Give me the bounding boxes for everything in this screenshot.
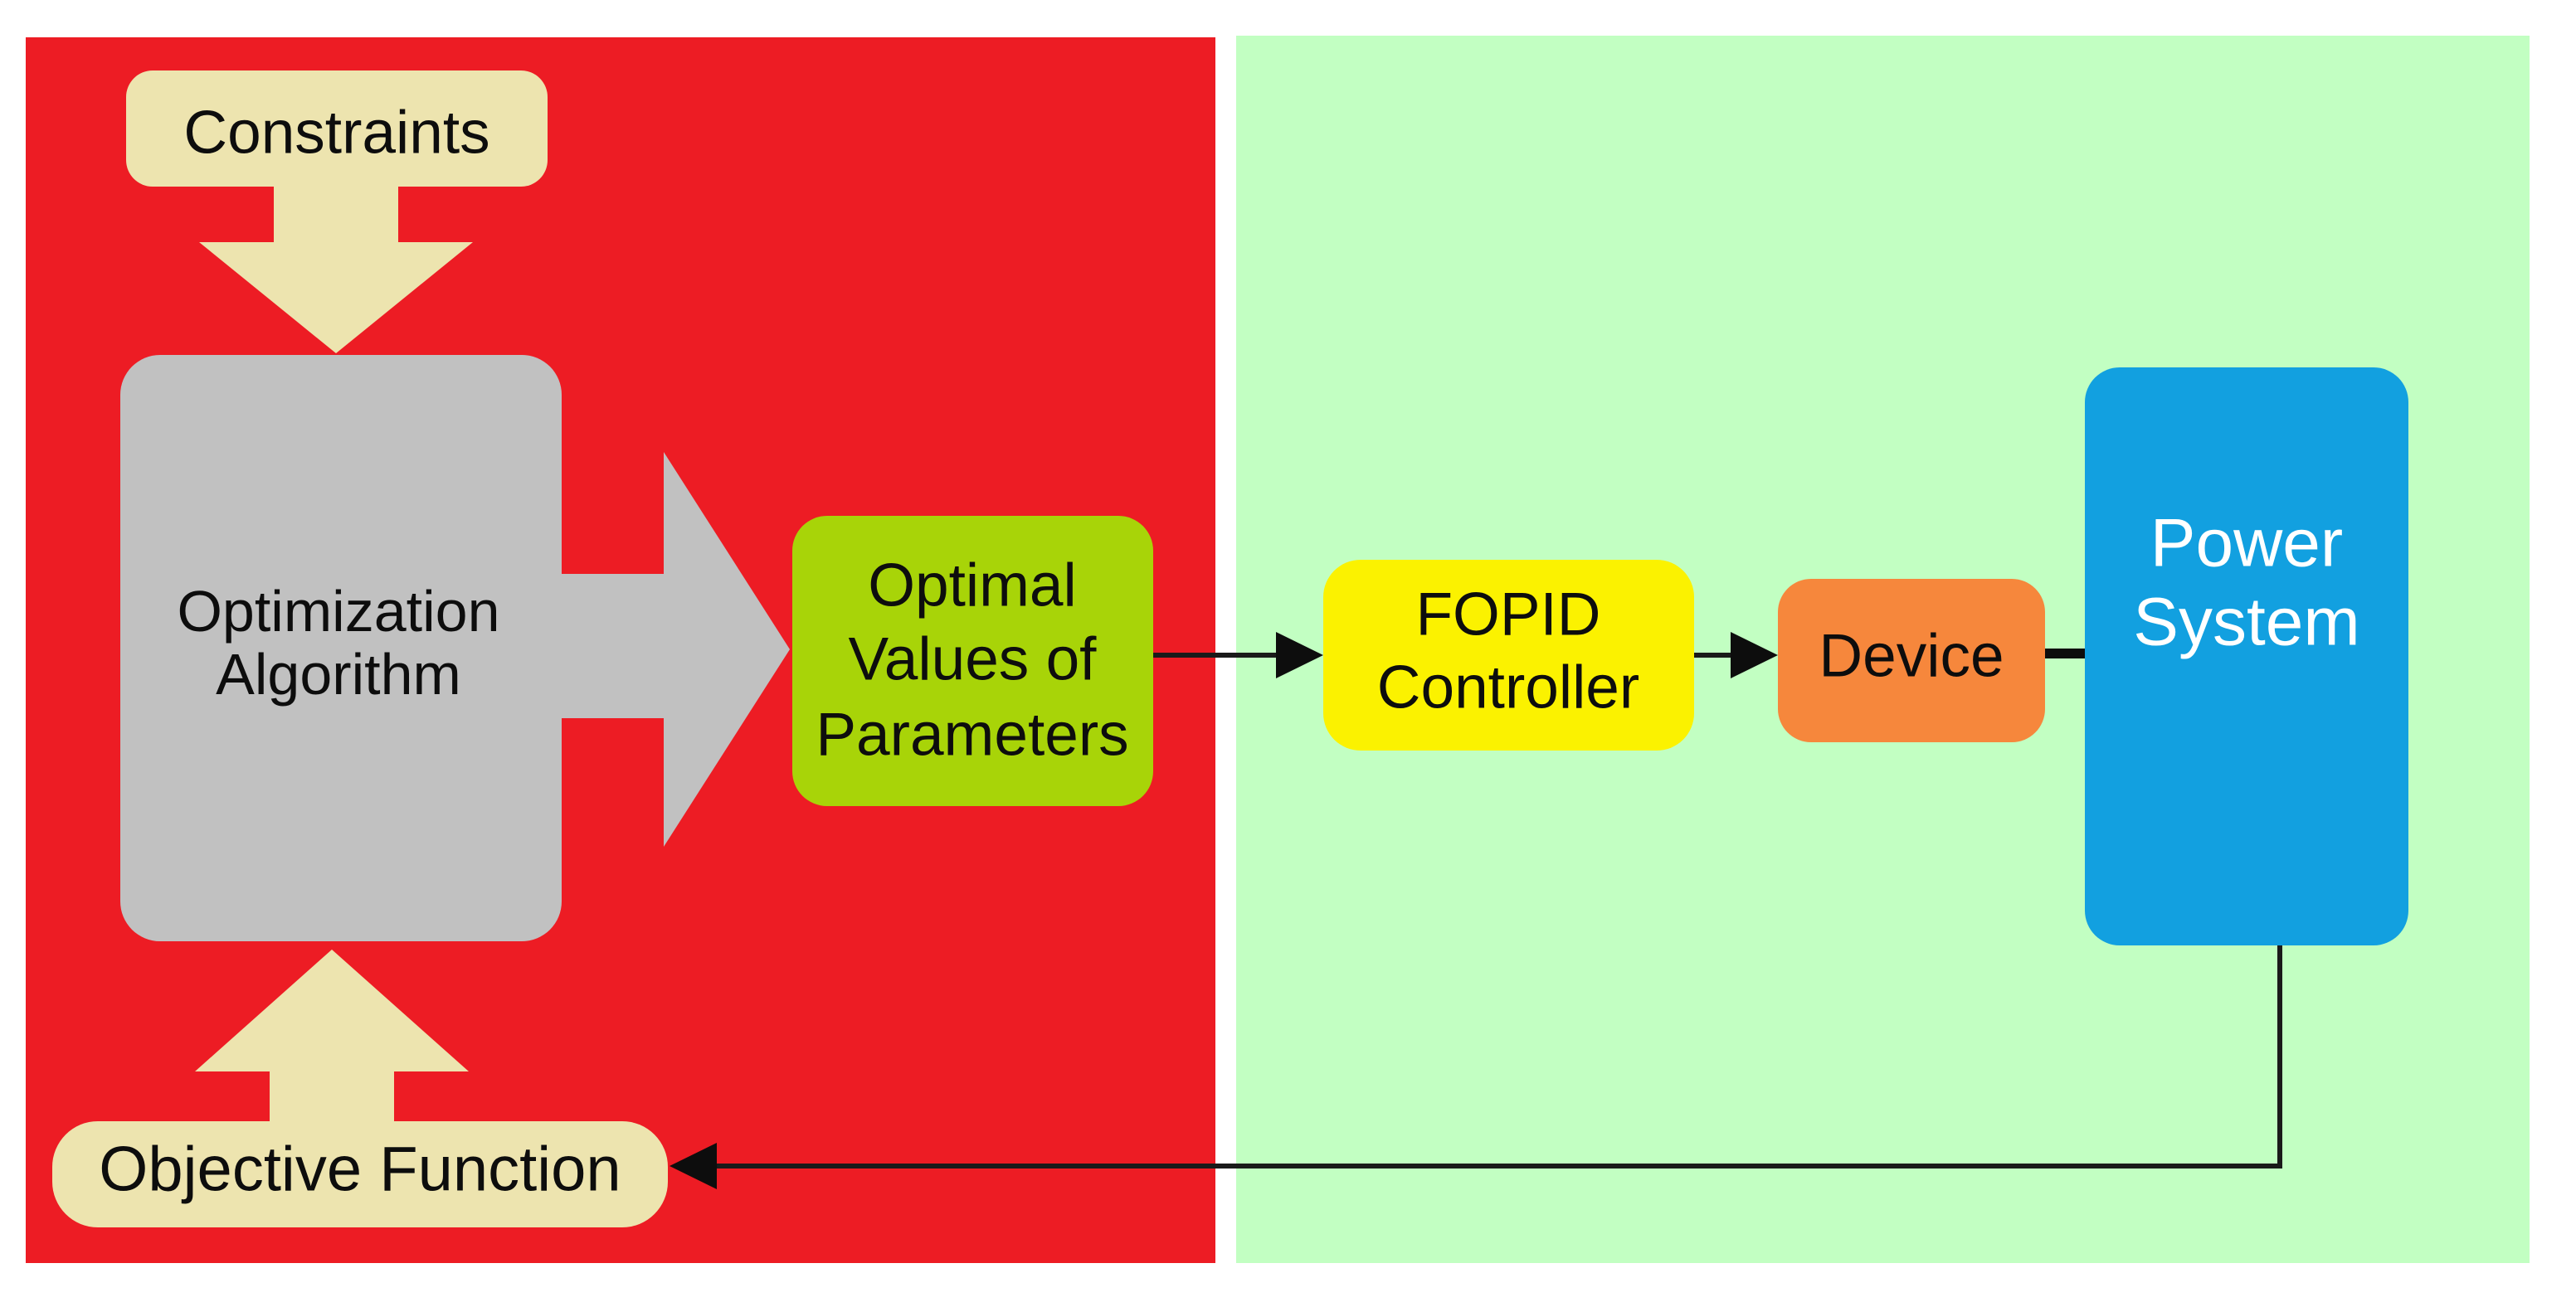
- optimal-values-node: [792, 516, 1153, 806]
- fopid-controller-label-line1: FOPID: [1415, 581, 1600, 649]
- device-node: [1778, 579, 2045, 742]
- objective-function-label: Objective Function: [99, 1135, 621, 1205]
- algorithm-output-block-arrow: [558, 452, 790, 847]
- fopid-controller-label-line2: Controller: [1377, 654, 1639, 722]
- constraints-node: [126, 70, 548, 187]
- power-system-node: [2085, 367, 2408, 945]
- objective-function-node: [52, 1121, 668, 1227]
- feedback-line: [715, 945, 2282, 1169]
- power-system-label-line2: System: [2133, 585, 2359, 660]
- optimal-values-label-line2: Values of: [849, 626, 1098, 693]
- power-system-label-line1: Power: [2150, 506, 2343, 581]
- constraints-down-arrow: [199, 184, 473, 353]
- optimal-values-label-line1: Optimal: [868, 552, 1077, 619]
- optimization-algorithm-node: [120, 355, 562, 941]
- optimization-algorithm-label-line1: Optimization: [177, 579, 499, 644]
- fopid-controller-node: [1323, 560, 1694, 751]
- fopid-to-device-arrowhead: [1731, 632, 1778, 678]
- feedback-arrowhead: [670, 1143, 717, 1189]
- constraints-label: Constraints: [183, 100, 489, 167]
- optimal-values-label-line3: Parameters: [816, 702, 1128, 769]
- objective-up-arrow: [195, 950, 469, 1123]
- device-label: Device: [1819, 623, 2004, 690]
- optimal-values-to-fopid-arrowhead: [1276, 632, 1323, 678]
- optimization-algorithm-label-line2: Algorithm: [216, 642, 461, 707]
